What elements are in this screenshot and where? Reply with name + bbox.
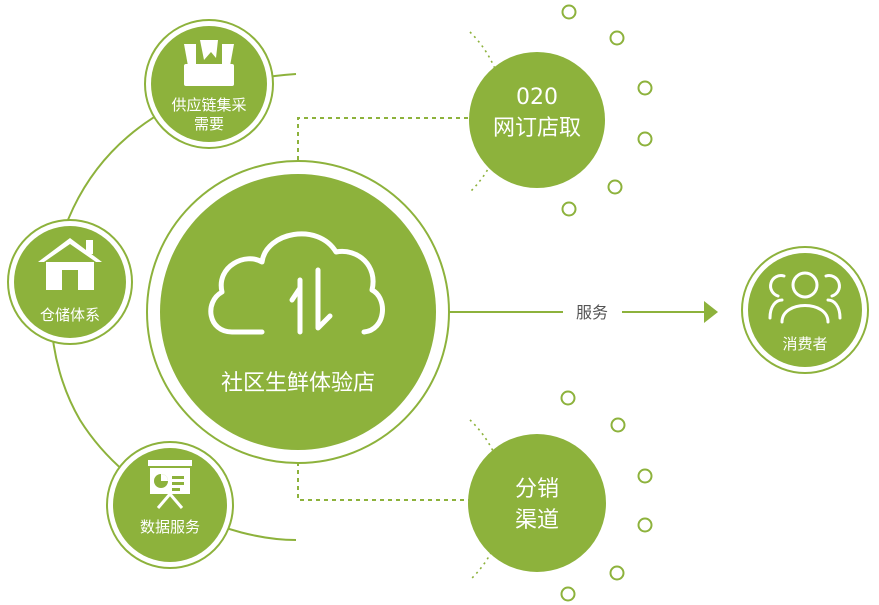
supply-line1: 供应链集采	[171, 96, 246, 114]
data-label: 数据服务	[140, 518, 200, 536]
center-label: 社区生鲜体验店	[221, 371, 375, 396]
service-label: 服务	[576, 303, 608, 322]
distribution-circle	[468, 434, 606, 572]
dashed-connector-distribution	[297, 462, 472, 501]
supply-line2: 需要	[194, 115, 224, 133]
dashed-connector-o2o	[297, 117, 472, 160]
distribution-orbit-nodes	[560, 390, 653, 602]
cloud-sync-icon	[208, 231, 385, 335]
distribution-line1: 分销	[515, 477, 559, 502]
people-group-icon	[768, 271, 842, 324]
open-box-icon	[184, 40, 234, 86]
warehouse-label: 仓储体系	[40, 306, 100, 324]
o2o-line2: 网订店取	[493, 116, 581, 141]
house-icon	[38, 238, 102, 290]
distribution-line2: 渠道	[515, 508, 559, 533]
o2o-line1: 020	[516, 85, 558, 110]
consumer-circle	[748, 253, 862, 367]
o2o-orbit-nodes	[561, 4, 653, 217]
distribution-dotted-orbit	[469, 419, 506, 581]
consumer-label: 消费者	[782, 335, 827, 353]
presentation-board-icon	[148, 460, 192, 509]
o2o-circle	[469, 52, 605, 188]
o2o-dotted-orbit	[469, 31, 505, 193]
data-circle	[113, 448, 227, 562]
service-arrowhead	[704, 301, 718, 323]
